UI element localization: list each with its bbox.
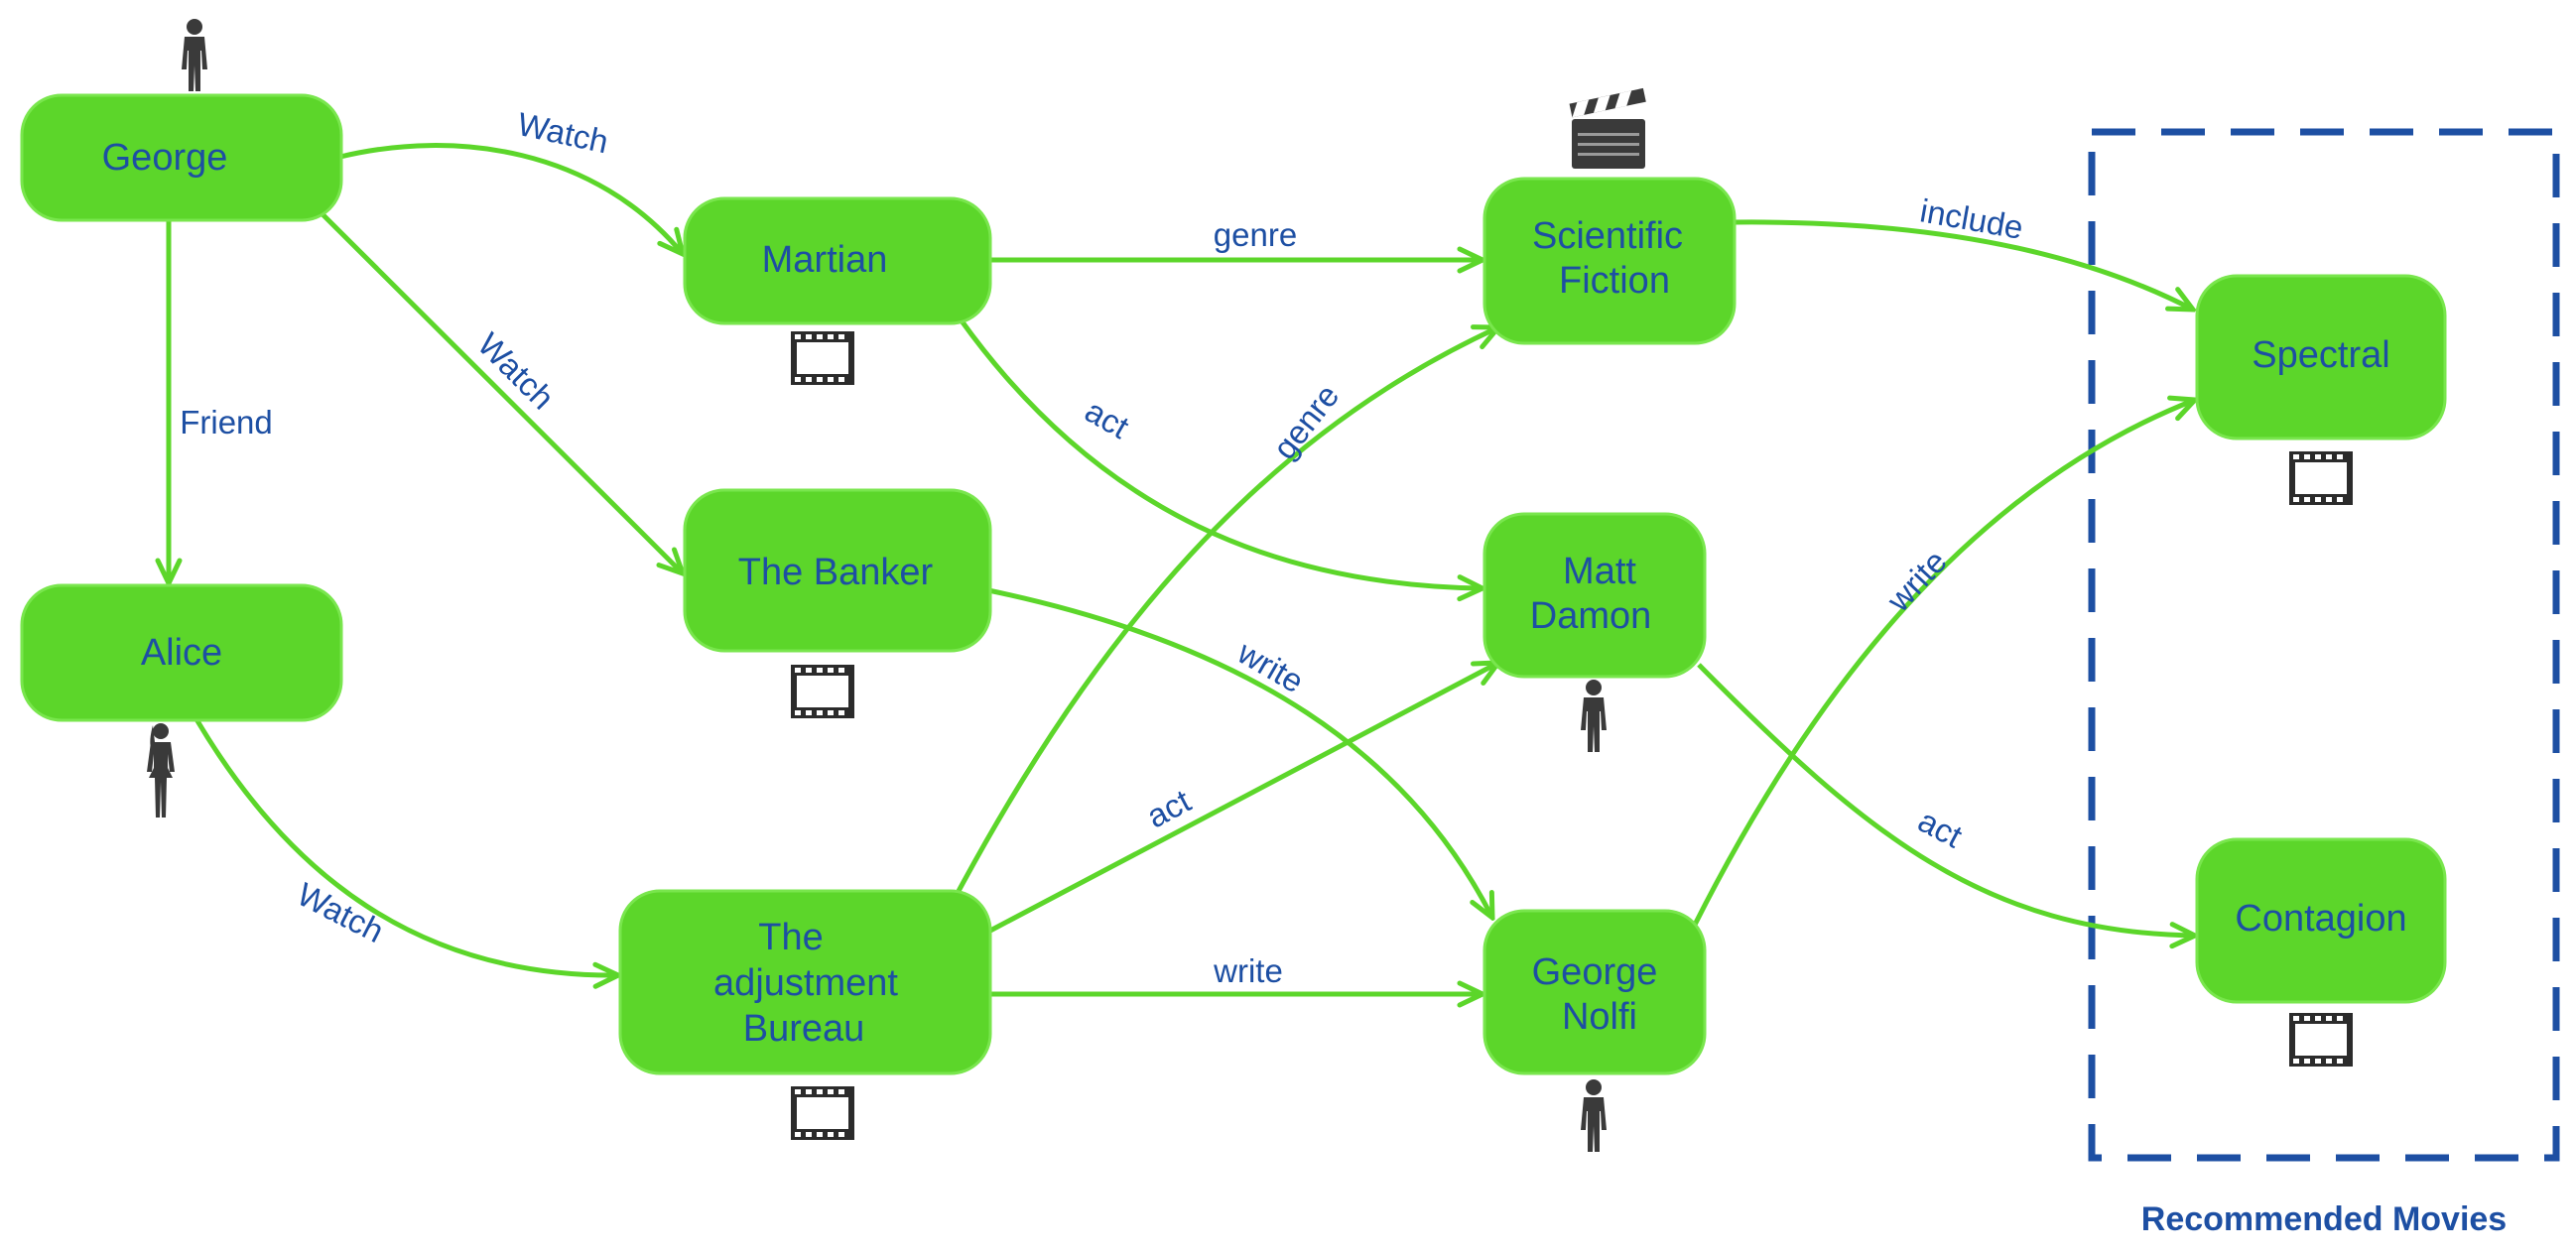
- node-scientific-fiction: Scientific Fiction: [1482, 177, 1737, 345]
- film-strip-icon: [2289, 1013, 2353, 1067]
- recommended-movies-caption: Recommended Movies: [2141, 1200, 2507, 1238]
- node-martian: Martian: [683, 196, 992, 325]
- node-george: George: [20, 93, 343, 222]
- edge-adjustment-act-matt: act: [988, 663, 1498, 934]
- edge-label: genre: [1265, 377, 1346, 465]
- edge-scifi-include-spectral: include: [1734, 191, 2193, 310]
- edge-label: write: [1213, 952, 1283, 989]
- node-the-banker: The Banker: [683, 488, 992, 653]
- node-alice: Alice: [20, 583, 343, 722]
- edge-matt-act-contagion: act: [1697, 663, 2195, 936]
- edge-label: write: [1879, 543, 1954, 619]
- edge-martian-genre-scifi: genre: [990, 216, 1482, 260]
- node-contagion: Contagion: [2195, 837, 2447, 1004]
- node-label: George: [1532, 951, 1658, 993]
- edge-martian-act-matt: act: [958, 317, 1482, 588]
- edge-label: Watch: [470, 325, 561, 416]
- person-icon: [147, 723, 175, 818]
- node-label: George: [102, 137, 228, 179]
- film-strip-icon: [791, 665, 854, 718]
- edge-label: act: [1079, 392, 1135, 445]
- node-label: Scientific: [1532, 215, 1683, 257]
- edge-alice-watch-adjustment: Watch: [193, 717, 618, 975]
- edge-adjustment-write-nolfi: write: [990, 952, 1482, 994]
- node-label: Matt: [1563, 551, 1636, 592]
- person-icon: [182, 19, 207, 91]
- person-icon: [1581, 680, 1607, 752]
- edge-george-watch-banker: Watch: [321, 212, 683, 573]
- edge-label: act: [1912, 802, 1968, 854]
- recommended-movies-box: [2088, 128, 2560, 1162]
- film-strip-icon: [791, 1086, 854, 1140]
- edge-label: Watch: [514, 105, 611, 160]
- node-label: The: [758, 917, 823, 958]
- person-icon: [1581, 1079, 1607, 1152]
- node-spectral: Spectral: [2195, 274, 2447, 440]
- node-label: adjustment: [713, 962, 898, 1004]
- node-george-nolfi: George Nolfi: [1482, 909, 1707, 1075]
- node-matt-damon: Matt Damon: [1482, 512, 1707, 679]
- node-label: Martian: [762, 239, 888, 281]
- node-label: Contagion: [2235, 898, 2406, 940]
- node-label: Damon: [1530, 595, 1652, 637]
- node-label: Alice: [141, 632, 222, 674]
- edge-banker-write-nolfi: write: [987, 587, 1492, 918]
- film-strip-icon: [791, 331, 854, 385]
- clapperboard-icon: [1569, 87, 1646, 169]
- node-label: Spectral: [2252, 334, 2389, 376]
- edge-label: Friend: [180, 404, 273, 440]
- node-label: The Banker: [738, 552, 934, 593]
- edge-label: genre: [1214, 216, 1297, 253]
- node-the-adjustment-bureau: The adjustment Bureau: [618, 889, 992, 1075]
- edge-george-friend-alice: Friend: [169, 220, 273, 583]
- node-label: Nolfi: [1562, 996, 1637, 1038]
- node-label: Bureau: [743, 1008, 865, 1050]
- edge-george-watch-martian: Watch: [339, 105, 683, 254]
- node-label: Fiction: [1559, 260, 1670, 302]
- film-strip-icon: [2289, 451, 2353, 505]
